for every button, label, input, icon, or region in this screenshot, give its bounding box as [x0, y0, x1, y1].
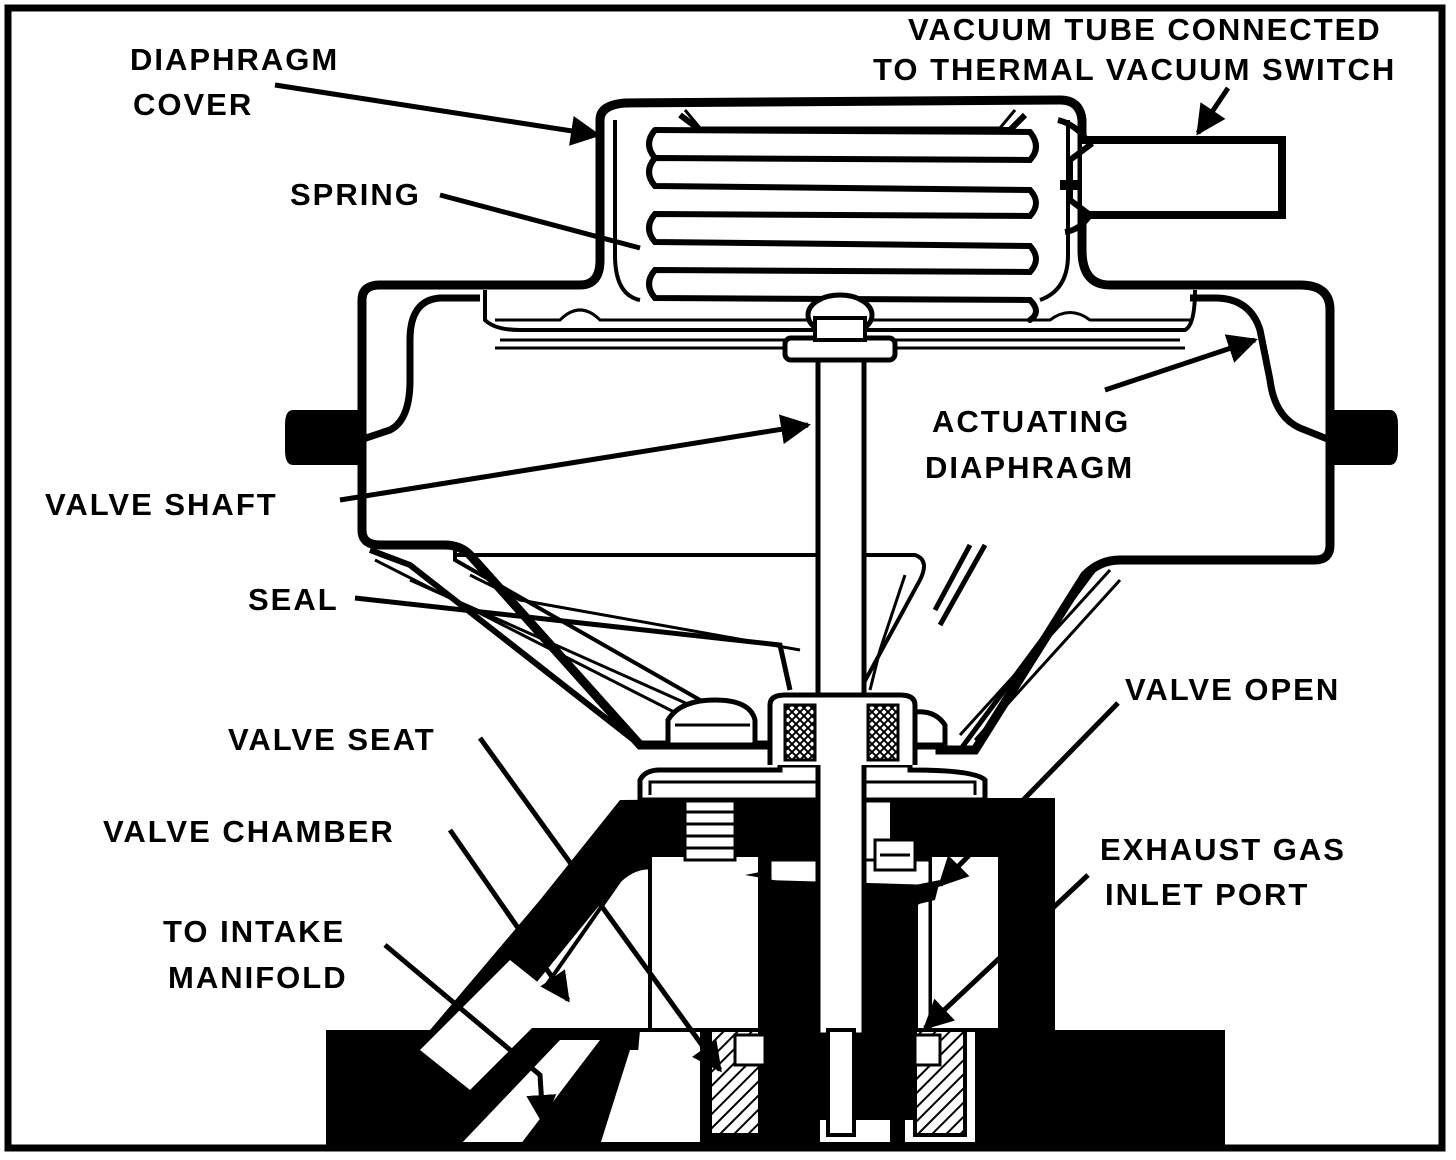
label-exhaust-gas-line1: EXHAUST GAS	[1100, 832, 1346, 867]
mounting-plate	[637, 762, 988, 803]
label-vacuum-tube-line1: VACUUM TUBE CONNECTED	[908, 12, 1382, 47]
label-intake-manifold-line2: MANIFOLD	[168, 960, 348, 995]
leader-actuating-diaphragm-3	[932, 543, 973, 612]
vacuum-tube-fitting	[1057, 117, 1286, 235]
spring	[646, 127, 1039, 323]
leader-seal	[354, 595, 793, 691]
leader-exhaust-gas	[922, 873, 1090, 1031]
leader-intake-manifold	[383, 943, 557, 1125]
leader-valve-shaft	[339, 414, 811, 503]
label-seal: SEAL	[248, 582, 339, 617]
label-exhaust-gas-line2: INLET PORT	[1105, 877, 1309, 912]
label-diaphragm-cover-line1: DIAPHRAGM	[130, 42, 339, 77]
leader-valve-open	[937, 701, 1120, 888]
leader-vacuum-tube	[1195, 86, 1231, 136]
leader-actuating-diaphragm-2	[937, 543, 988, 627]
labels: DIAPHRAGM COVER VACUUM TUBE CONNECTED TO…	[45, 12, 1396, 995]
leader-valve-chamber	[447, 828, 571, 1003]
seal	[665, 692, 948, 765]
label-valve-chamber: VALVE CHAMBER	[103, 814, 395, 849]
leader-diaphragm-cover	[274, 82, 601, 146]
label-actuating-diaphragm-line2: DIAPHRAGM	[925, 450, 1134, 485]
leader-spring	[439, 192, 641, 251]
valve-body	[326, 798, 1225, 1148]
leader-actuating-diaphragm	[1104, 334, 1258, 393]
label-valve-open: VALVE OPEN	[1125, 672, 1340, 707]
label-actuating-diaphragm-line1: ACTUATING	[932, 404, 1130, 439]
leader-valve-seat	[477, 736, 723, 1073]
label-valve-shaft: VALVE SHAFT	[45, 487, 278, 522]
leader-lines	[274, 82, 1258, 1125]
label-spring: SPRING	[290, 177, 421, 212]
label-intake-manifold-line1: TO INTAKE	[163, 914, 345, 949]
label-vacuum-tube-line2: TO THERMAL VACUUM SWITCH	[873, 52, 1396, 87]
label-valve-seat: VALVE SEAT	[228, 722, 436, 757]
label-diaphragm-cover-line2: COVER	[133, 87, 253, 122]
